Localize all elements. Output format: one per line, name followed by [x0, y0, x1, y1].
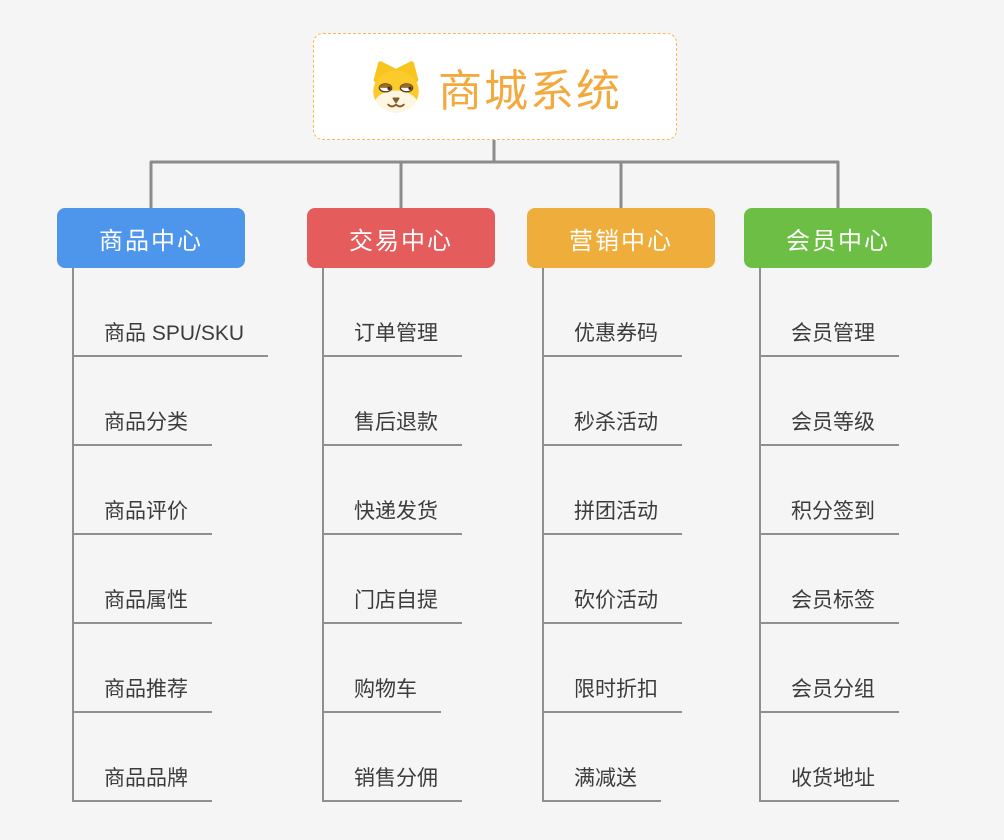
branch-column-products: 商品中心 商品 SPU/SKU 商品分类 商品评价 商品属性 商品推荐 商品品牌 [57, 208, 269, 802]
leaf-label: 商品品牌 [104, 767, 188, 790]
leaf-node[interactable]: 会员分组 [759, 624, 899, 713]
leaf-label: 会员分组 [791, 678, 875, 701]
branch-node-marketing[interactable]: 营销中心 [527, 208, 715, 268]
branch-node-products[interactable]: 商品中心 [57, 208, 245, 268]
branch-column-members: 会员中心 会员管理 会员等级 积分签到 会员标签 会员分组 收货地址 [744, 208, 932, 802]
leaf-node[interactable]: 满减送 [542, 713, 661, 802]
leaf-node[interactable]: 门店自提 [322, 535, 462, 624]
leaf-node[interactable]: 优惠券码 [542, 268, 682, 357]
root-node[interactable]: 商城系统 [313, 33, 677, 140]
leaf-node[interactable]: 拼团活动 [542, 446, 682, 535]
leaf-node[interactable]: 砍价活动 [542, 535, 682, 624]
leaf-node[interactable]: 销售分佣 [322, 713, 462, 802]
leaf-label: 会员等级 [791, 411, 875, 434]
leaf-node[interactable]: 商品品牌 [72, 713, 212, 802]
leaf-node[interactable]: 限时折扣 [542, 624, 682, 713]
leaf-node[interactable]: 会员等级 [759, 357, 899, 446]
leaf-label: 商品评价 [104, 500, 188, 523]
leaf-label: 商品属性 [104, 589, 188, 612]
leaf-label: 商品 SPU/SKU [104, 322, 245, 345]
shiba-dog-icon [368, 60, 424, 114]
root-title: 商城系统 [438, 66, 622, 116]
branch-node-trade[interactable]: 交易中心 [307, 208, 495, 268]
leaf-node[interactable]: 商品属性 [72, 535, 212, 624]
leaf-label: 限时折扣 [574, 678, 658, 701]
leaf-node[interactable]: 商品分类 [72, 357, 212, 446]
branch-column-marketing: 营销中心 优惠券码 秒杀活动 拼团活动 砍价活动 限时折扣 满减送 [527, 208, 715, 802]
leaf-node[interactable]: 购物车 [322, 624, 441, 713]
leaf-node[interactable]: 会员标签 [759, 535, 899, 624]
leaf-label: 拼团活动 [574, 500, 658, 523]
leaf-label: 砍价活动 [574, 589, 658, 612]
leaf-label: 收货地址 [791, 767, 875, 790]
leaf-label: 销售分佣 [354, 767, 438, 790]
leaf-node[interactable]: 秒杀活动 [542, 357, 682, 446]
leaf-node[interactable]: 快递发货 [322, 446, 462, 535]
leaf-node[interactable]: 商品 SPU/SKU [72, 268, 269, 357]
leaf-label: 快递发货 [354, 500, 438, 523]
branch-spine-line [322, 268, 324, 802]
leaf-node[interactable]: 订单管理 [322, 268, 462, 357]
leaf-label: 商品分类 [104, 411, 188, 434]
leaf-label: 会员标签 [791, 589, 875, 612]
leaf-label: 会员管理 [791, 322, 875, 345]
leaf-label: 订单管理 [354, 322, 438, 345]
leaf-node[interactable]: 售后退款 [322, 357, 462, 446]
leaf-label: 购物车 [354, 678, 417, 701]
branch-spine-line [759, 268, 761, 802]
leaf-label: 商品推荐 [104, 678, 188, 701]
leaf-label: 优惠券码 [574, 322, 658, 345]
leaf-label: 积分签到 [791, 500, 875, 523]
leaf-node[interactable]: 商品推荐 [72, 624, 212, 713]
leaf-node[interactable]: 会员管理 [759, 268, 899, 357]
leaf-label: 门店自提 [354, 589, 438, 612]
leaf-label: 秒杀活动 [574, 411, 658, 434]
branch-node-members[interactable]: 会员中心 [744, 208, 932, 268]
leaf-node[interactable]: 商品评价 [72, 446, 212, 535]
branch-spine-line [542, 268, 544, 802]
branch-spine-line [72, 268, 74, 802]
branch-column-trade: 交易中心 订单管理 售后退款 快递发货 门店自提 购物车 销售分佣 [307, 208, 495, 802]
leaf-node[interactable]: 收货地址 [759, 713, 899, 802]
leaf-label: 满减送 [574, 767, 637, 790]
leaf-node[interactable]: 积分签到 [759, 446, 899, 535]
leaf-label: 售后退款 [354, 411, 438, 434]
